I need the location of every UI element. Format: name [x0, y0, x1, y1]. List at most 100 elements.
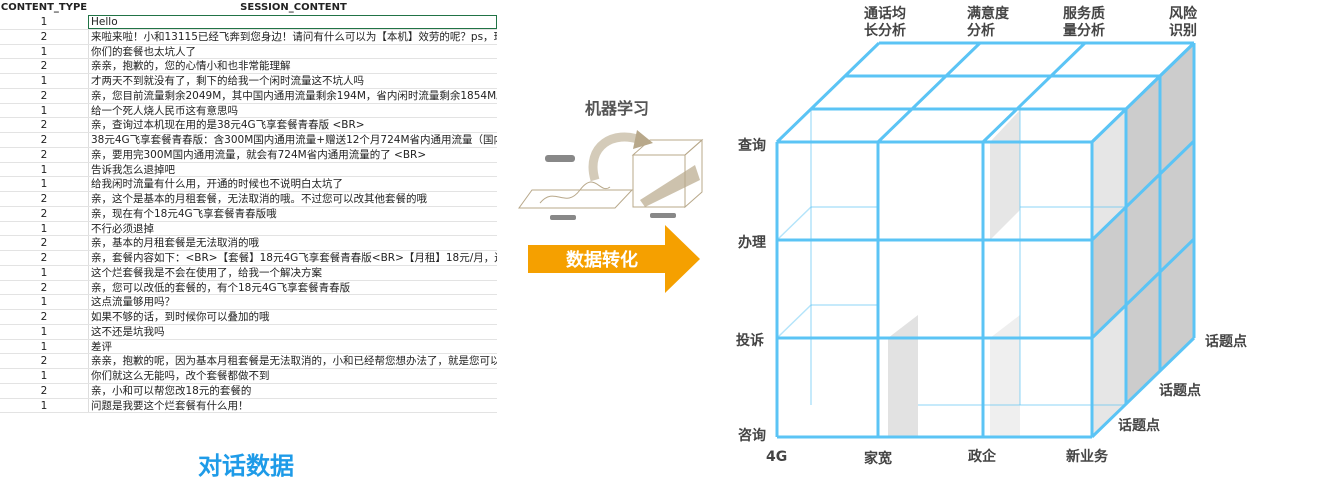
session-content-cell[interactable]: 亲，现在有个18元4G飞享套餐青春版哦: [88, 206, 497, 221]
content-type-cell: 1: [40, 16, 48, 28]
bottom-label: 家宽: [864, 451, 892, 467]
table-row: 2 38元4G飞享套餐青春版：含300M国内通用流量+赠送12个月724M省内通用…: [0, 133, 497, 148]
session-content-cell[interactable]: 亲，小和可以帮您改18元的套餐的: [88, 383, 497, 398]
side-cell: [1092, 305, 1126, 437]
grid-line: [1090, 237, 1196, 340]
spreadsheet: CONTENT_TYPE SESSION_CONTENT 1 Hello 2 来啦来啦…: [0, 0, 497, 414]
bottom-label: 4G: [766, 449, 788, 465]
content-type-cell: 1: [40, 399, 48, 412]
session-content-cell[interactable]: 亲，查询过本机现在用的是38元4G飞享套餐青春版 <BR>: [88, 118, 497, 132]
table-row: 1 给一个死人烧人民币这有意思吗: [0, 103, 497, 119]
table-row: 1 Hello: [0, 15, 497, 30]
side-cell: [1126, 174, 1160, 305]
session-content-cell[interactable]: 这不还是坑我吗: [88, 324, 497, 339]
depth-label: 话题点: [1159, 383, 1201, 399]
side-cell: [1160, 141, 1194, 272]
table-row: 1 这点流量够用吗？: [0, 295, 497, 310]
left-label: 办理: [738, 235, 766, 251]
ml-illustration: [518, 130, 704, 220]
session-content-cell[interactable]: 亲，要用完300M国内通用流量，就会有724M省内通用流量的了 <BR>: [88, 147, 497, 162]
left-label: 查询: [738, 138, 766, 154]
left-label: 咨询: [738, 428, 766, 444]
grid-line: [775, 41, 881, 144]
content-type-cell: 2: [40, 134, 48, 146]
left-label: 投诉: [736, 333, 764, 349]
side-cell: [1092, 109, 1126, 240]
side-cell: [1126, 76, 1160, 207]
content-type-cell: 2: [40, 89, 48, 102]
table-row: 1 你们就这么无能吗，改个套餐都做不到: [0, 369, 497, 384]
side-cell: [1160, 43, 1194, 174]
content-type-cell: 2: [40, 384, 48, 397]
ml-title: 机器学习: [585, 99, 650, 118]
depth-label: 话题点: [1205, 334, 1247, 350]
content-type-cell: 1: [40, 104, 48, 117]
session-content-cell[interactable]: 亲亲，抱歉的呢，因为基本月租套餐是无法取消的，小和已经帮您想办法了，就是您可以改…: [88, 354, 497, 368]
data-transform-label: 数据转化: [566, 250, 638, 271]
session-content-cell[interactable]: 38元4G飞享套餐青春版：含300M国内通用流量+赠送12个月724M省内通用流…: [88, 133, 497, 147]
transform-arrow-icon: [528, 225, 700, 293]
content-type-cell: 1: [40, 222, 48, 235]
content-type-cell: 1: [40, 178, 48, 191]
session-content-cell[interactable]: 给我闲时流量有什么用，开通的时候也不说明白太坑了: [88, 177, 497, 191]
inner-face: [990, 315, 1020, 437]
table-row: 2 亲，您目前流量剩余2049M，其中国内通用流量剩余194M，省内闲时流量剩余1…: [0, 88, 497, 104]
session-content-cell[interactable]: 亲，您目前流量剩余2049M，其中国内通用流量剩余194M，省内闲时流量剩余18…: [88, 88, 497, 103]
table-row: 2 亲，您可以改低的套餐的，有个18元4G飞享套餐青春版: [0, 280, 497, 296]
grid-line: [776, 206, 812, 241]
header-row: CONTENT_TYPE SESSION_CONTENT: [0, 0, 497, 15]
session-content-cell[interactable]: 差评: [88, 339, 497, 354]
session-content-cell[interactable]: 告诉我怎么退掉吧: [88, 162, 497, 177]
content-type-cell: 2: [40, 311, 48, 323]
session-content-cell[interactable]: 问题是我要这个烂套餐有什么用！: [88, 398, 497, 413]
side-cell: [1160, 239, 1194, 371]
session-content-cell[interactable]: 你们的套餐也太坑人了: [88, 44, 497, 59]
content-type-cell: 2: [40, 237, 48, 250]
session-content-cell[interactable]: 给一个死人烧人民币这有意思吗: [88, 103, 497, 118]
top-label: 通话均 长分析: [864, 6, 906, 39]
side-cell: [1126, 272, 1160, 404]
content-type-cell: 2: [40, 60, 48, 73]
content-type-cell: 1: [40, 325, 48, 338]
session-content-cell[interactable]: Hello: [88, 15, 497, 29]
content-type-cell: 1: [40, 340, 48, 353]
bottom-label: 政企: [968, 449, 996, 465]
session-content-cell[interactable]: 亲，您可以改低的套餐的，有个18元4G飞享套餐青春版: [88, 280, 497, 295]
grid-line: [1090, 139, 1196, 242]
table-row: 1 差评: [0, 339, 497, 355]
inner-face: [888, 315, 918, 437]
session-content-cell[interactable]: 不行必须退掉: [88, 221, 497, 236]
session-content-cell[interactable]: 才两天不到就没有了，剩下的给我一个闲时流量这不坑人吗: [88, 74, 497, 88]
grid-line: [776, 304, 812, 339]
session-content-cell[interactable]: 这点流量够用吗？: [88, 295, 497, 309]
table-row: 2 来啦来啦！小和13115已经飞奔到您身边！请问有什么可以为【本机】效劳的呢？p…: [0, 29, 497, 45]
content-type-cell: 1: [40, 296, 48, 309]
content-type-cell: 2: [40, 30, 48, 43]
session-content-cell[interactable]: 亲，套餐内容如下：<BR>【套餐】18元4G飞享套餐青春版<BR>【月租】18元…: [88, 251, 497, 265]
content-type-cell: 2: [40, 281, 48, 294]
content-type-cell: 1: [40, 370, 48, 382]
session-content-cell[interactable]: 亲，这个是基本的月租套餐，无法取消的哦。不过您可以改其他套餐的哦: [88, 192, 497, 206]
top-label: 满意度 分析: [967, 6, 1009, 39]
session-content-cell[interactable]: 如果不够的话，到时候你可以叠加的哦: [88, 310, 497, 324]
session-content-cell[interactable]: 亲，基本的月租套餐是无法取消的哦: [88, 236, 497, 250]
session-content-cell[interactable]: 你们就这么无能吗，改个套餐都做不到: [88, 369, 497, 383]
content-type-cell: 1: [40, 266, 48, 279]
header-session-content: SESSION_CONTENT: [240, 2, 347, 13]
session-content-cell[interactable]: 这个烂套餐我是不会在使用了，给我一个解决方案: [88, 265, 497, 280]
table-row: 2 亲，基本的月租套餐是无法取消的哦: [0, 236, 497, 251]
grid-line: [1090, 41, 1196, 144]
curve-arrow-icon: [588, 132, 642, 182]
session-content-cell[interactable]: 亲亲，抱歉的，您的心情小和也非常能理解: [88, 59, 497, 73]
table-row: 1 不行必须退掉: [0, 221, 497, 237]
session-content-cell[interactable]: 来啦来啦！小和13115已经飞奔到您身边！请问有什么可以为【本机】效劳的呢？ps…: [88, 29, 497, 44]
table-row: 2 亲，小和可以帮您改18元的套餐的: [0, 383, 497, 399]
